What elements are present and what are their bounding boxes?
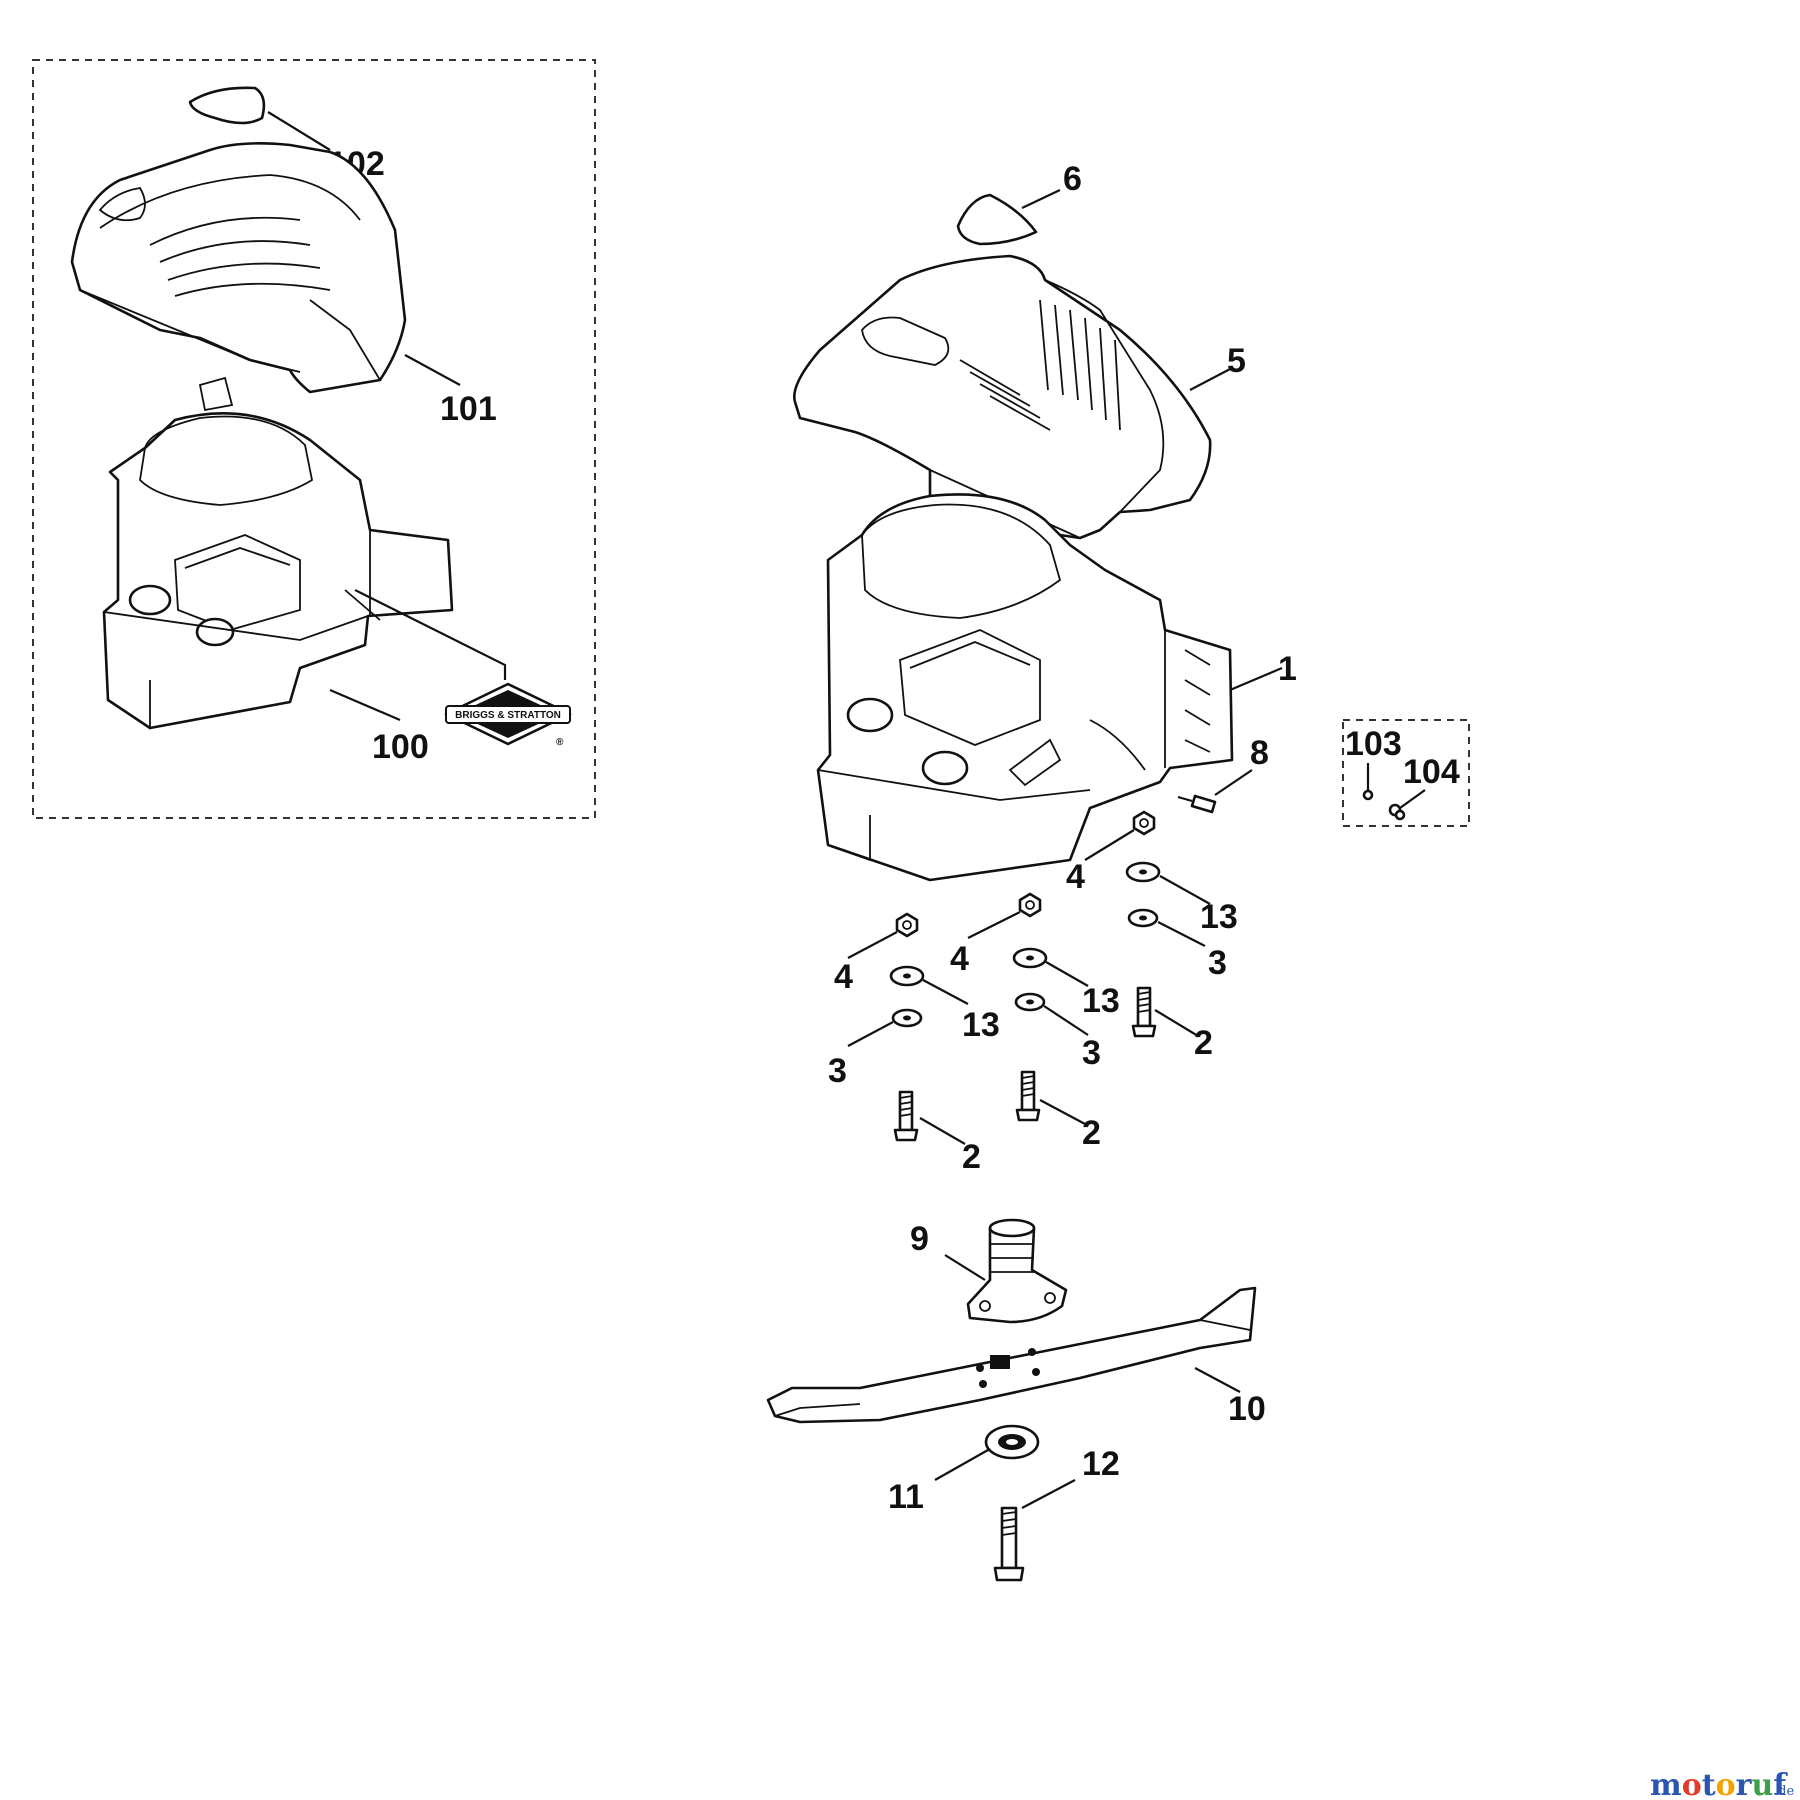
callout-13: 13 <box>1082 982 1120 1020</box>
part-13-washer <box>1125 861 1161 883</box>
callout-5: 5 <box>1227 342 1246 380</box>
part-1-engine <box>816 493 1234 882</box>
callout-3: 3 <box>1208 944 1227 982</box>
part-100-engine <box>102 376 454 730</box>
part-4-nut <box>1018 892 1042 918</box>
part-12-bolt <box>993 1506 1025 1582</box>
callout-13: 13 <box>962 1006 1000 1044</box>
callout-104: 104 <box>1403 753 1460 791</box>
callout-103: 103 <box>1345 725 1402 763</box>
part-13-washer <box>889 965 925 987</box>
kit-box-left <box>32 59 596 819</box>
part-9-blade-adapter <box>966 1218 1068 1324</box>
callout-3: 3 <box>1082 1034 1101 1072</box>
callout-2: 2 <box>1194 1024 1213 1062</box>
part-6-sticker <box>956 193 1038 246</box>
callout-6: 6 <box>1063 160 1082 198</box>
watermark: motoruf .de <box>1650 1768 1794 1800</box>
part-102-sticker <box>188 86 266 125</box>
callout-10: 10 <box>1228 1390 1266 1428</box>
part-3-washer <box>891 1008 923 1028</box>
callout-100: 100 <box>372 728 429 766</box>
part-103-clip <box>1362 789 1374 801</box>
callout-9: 9 <box>910 1220 929 1258</box>
part-5-engine-cover <box>793 254 1212 540</box>
part-101-engine-cover <box>70 142 407 394</box>
callout-13: 13 <box>1200 898 1238 936</box>
part-10-blade <box>766 1286 1257 1424</box>
callout-1: 1 <box>1278 650 1297 688</box>
callout-8: 8 <box>1250 734 1269 772</box>
callout-4: 4 <box>950 940 969 978</box>
part-4-nut <box>895 912 919 938</box>
callout-101: 101 <box>440 390 497 428</box>
part-4-nut <box>1132 810 1156 836</box>
brand-logo-text: BRIGGS & STRATTON <box>455 710 561 721</box>
part-2-bolt <box>893 1090 919 1142</box>
callout-12: 12 <box>1082 1445 1120 1483</box>
part-104-screw <box>1388 803 1406 821</box>
part-3-washer <box>1127 908 1159 928</box>
part-11-washer <box>984 1424 1040 1460</box>
part-2-bolt <box>1131 986 1157 1038</box>
callout-4: 4 <box>834 958 853 996</box>
callout-4: 4 <box>1066 858 1085 896</box>
briggs-stratton-logo: BRIGGS & STRATTON ® <box>444 682 572 748</box>
part-3-washer <box>1014 992 1046 1012</box>
part-2-bolt <box>1015 1070 1041 1122</box>
part-8-screw <box>1177 794 1217 814</box>
watermark-text: motoruf <box>1650 1768 1788 1800</box>
callout-2: 2 <box>1082 1114 1101 1152</box>
callout-2: 2 <box>962 1138 981 1176</box>
callout-11: 11 <box>888 1478 924 1516</box>
callout-3: 3 <box>828 1052 847 1090</box>
watermark-suffix: .de <box>1774 1784 1794 1799</box>
registered-mark: ® <box>556 737 564 748</box>
part-13-washer <box>1012 947 1048 969</box>
